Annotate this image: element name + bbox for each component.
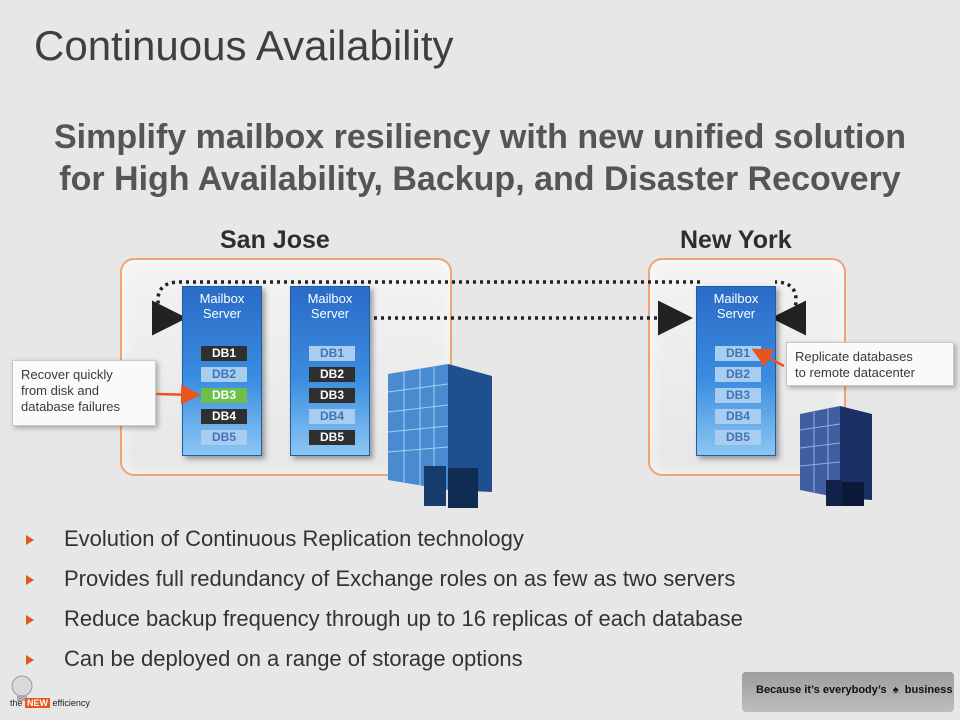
office-building-icon bbox=[799, 406, 872, 506]
db-chip: DB2 bbox=[201, 367, 247, 382]
site-label-san-jose: San Jose bbox=[220, 226, 330, 254]
db-chip: DB4 bbox=[715, 409, 761, 424]
mailbox-server-1: Mailbox Server DB1 DB2 DB3 DB4 DB5 bbox=[182, 286, 262, 456]
office-building-icon bbox=[387, 364, 492, 508]
subtitle-line-2: for High Availability, Backup, and Disas… bbox=[59, 160, 901, 198]
slide-subtitle: Simplify mailbox resiliency with new uni… bbox=[0, 116, 960, 200]
server-label: Mailbox Server bbox=[199, 291, 245, 321]
db-chip: DB5 bbox=[201, 430, 247, 445]
person-icon: ♠ bbox=[892, 684, 899, 696]
mailbox-server-3: Mailbox Server DB1 DB2 DB3 DB4 DB5 bbox=[696, 286, 776, 456]
db-chip: DB4 bbox=[201, 409, 247, 424]
footer-tagline-bar: Because it’s everybody’s ♠ business bbox=[742, 672, 954, 712]
db-chip: DB2 bbox=[309, 367, 355, 382]
db-chip: DB5 bbox=[309, 430, 355, 445]
replication-arrow-icon bbox=[151, 280, 807, 336]
site-label-new-york: New York bbox=[680, 226, 792, 254]
logo-text-new: NEW bbox=[25, 698, 51, 708]
callout-recover: Recover quickly from disk and database f… bbox=[12, 360, 156, 426]
db-chip: DB1 bbox=[715, 346, 761, 361]
logo-text-efficiency: efficiency bbox=[52, 698, 90, 708]
slide-title: Continuous Availability bbox=[34, 22, 454, 69]
bullet-triangle-icon bbox=[26, 615, 34, 625]
db-chip: DB5 bbox=[715, 430, 761, 445]
bullet-triangle-icon bbox=[26, 575, 34, 585]
db-chip: DB1 bbox=[309, 346, 355, 361]
db-chip: DB3 bbox=[715, 388, 761, 403]
lightbulb-logo-icon bbox=[11, 675, 33, 701]
mailbox-server-2: Mailbox Server DB1 DB2 DB3 DB4 DB5 bbox=[290, 286, 370, 456]
logo-text-the: the bbox=[10, 698, 23, 708]
server-label: Mailbox Server bbox=[307, 291, 353, 321]
bullet-triangle-icon bbox=[26, 655, 34, 665]
bullet-triangle-icon bbox=[26, 535, 34, 545]
footer-tagline: Because it’s everybody’s ♠ business bbox=[756, 684, 953, 696]
server-label: Mailbox Server bbox=[713, 291, 759, 321]
db-chip: DB4 bbox=[309, 409, 355, 424]
db-chip: DB3 bbox=[201, 388, 247, 403]
db-chip: DB3 bbox=[309, 388, 355, 403]
efficiency-logo: the NEW efficiency bbox=[4, 672, 100, 712]
db-chip: DB1 bbox=[201, 346, 247, 361]
db-chip: DB2 bbox=[715, 367, 761, 382]
subtitle-line-1: Simplify mailbox resiliency with new uni… bbox=[53, 118, 907, 156]
callout-replicate: Replicate databases to remote datacenter bbox=[786, 342, 954, 386]
